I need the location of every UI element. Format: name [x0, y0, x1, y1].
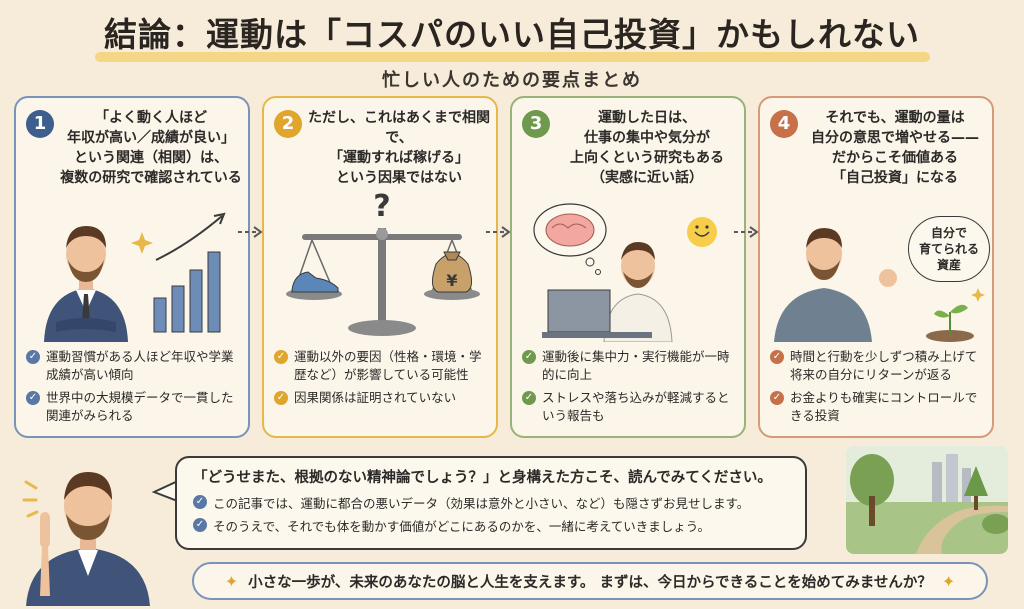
heading-line: （実感に近い話）: [591, 170, 703, 186]
sneaker-icon: [291, 271, 339, 293]
list-item: ✓ 因果関係は証明されていない: [274, 389, 492, 407]
card-bullets: ✓ 運動習慣がある人ほど年収や学業成績が高い傾向 ✓ 世界中の大規模データで一貫した…: [26, 348, 244, 430]
heading-line: 上向くという研究もある: [570, 150, 724, 166]
heading-line: それでも、運動の量は: [825, 110, 965, 126]
sprout-icon: [926, 304, 974, 342]
card-heading: ただし、これはあくまで相関で、 「運動すれば稼げる」 という因果ではない: [306, 108, 492, 188]
card-3: 3 運動した日は、 仕事の集中や気分が 上向くという研究もある （実感に近い話）: [510, 96, 746, 438]
park-path-illustration: [846, 446, 1008, 554]
thought-bubble: 自分で 育てられる 資産: [908, 216, 990, 282]
bullet-text: 運動習慣がある人ほど年収や学業成績が高い傾向: [46, 349, 234, 382]
card-heading: それでも、運動の量は 自分の意思で増やせる—— だからこそ価値ある 「自己投資」…: [802, 108, 988, 188]
check-icon: ✓: [26, 391, 40, 405]
thought-line: 育てられる: [918, 242, 979, 256]
money-bag-icon: ¥: [432, 251, 472, 293]
laptop-worker-illustration: [533, 203, 717, 342]
bullet-text: 運動以外の要因（性格・環境・学歴など）が影響している可能性: [294, 349, 482, 382]
heading-line: 自分の意思で増やせる——: [811, 130, 979, 146]
list-item: ✓ 世界中の大規模データで一貫した関連がみられる: [26, 389, 244, 425]
thought-line: 資産: [936, 258, 961, 272]
thought-line: 自分で: [930, 226, 967, 240]
page-title: 結論：運動は「コスパのいい自己投資」かもしれない: [104, 15, 920, 54]
question-mark-icon: ?: [373, 189, 390, 224]
card-4: 4 それでも、運動の量は 自分の意思で増やせる—— だからこそ価値ある 「自己投…: [758, 96, 994, 438]
bullet-text: 世界中の大規模データで一貫した関連がみられる: [46, 390, 234, 423]
title-underline: [95, 52, 930, 62]
heading-line: 仕事の集中や気分が: [584, 130, 710, 146]
page-subtitle: 忙しい人のための要点まとめ: [382, 70, 642, 91]
card-bullets: ✓ 運動後に集中力・実行機能が一時的に向上 ✓ ストレスや落ち込みが軽減するという報…: [522, 348, 740, 430]
bullet-text: お金よりも確実にコントロールできる投資: [790, 390, 978, 423]
check-icon: ✓: [193, 495, 207, 509]
check-icon: ✓: [522, 350, 536, 364]
check-icon: ✓: [522, 391, 536, 405]
check-icon: ✓: [274, 350, 288, 364]
card-bullets: ✓ 運動以外の要因（性格・環境・学歴など）が影響している可能性 ✓ 因果関係は証明さ…: [274, 348, 492, 412]
bullet-text: 時間と行動を少しずつ積み上げて将来の自分にリターンが返る: [790, 349, 978, 382]
speech-bubble-tail: [152, 479, 180, 503]
brain-thought-icon: [533, 203, 607, 275]
list-item: ✓ 時間と行動を少しずつ積み上げて将来の自分にリターンが返る: [770, 348, 988, 384]
heading-line: 「自己投資」になる: [832, 170, 958, 186]
footer-text: 小さな一歩が、未来のあなたの脳と人生を支えます。 まずは、今日からできることを始…: [248, 574, 932, 591]
bullet-text: 因果関係は証明されていない: [294, 390, 457, 405]
check-icon: ✓: [770, 350, 784, 364]
card-number: 1: [26, 110, 54, 138]
bullet-text: ストレスや落ち込みが軽減するという報告も: [542, 390, 730, 423]
businessman-chart-illustration: [44, 212, 226, 342]
heading-line: 複数の研究で確認されている: [60, 170, 242, 186]
balance-scale-illustration: ? ¥: [286, 189, 480, 336]
heading-line: という関連（相関）は、: [74, 150, 228, 166]
pointing-man-illustration: [22, 472, 150, 606]
list-item: ✓ 運動以外の要因（性格・環境・学歴など）が影響している可能性: [274, 348, 492, 384]
list-item: ✓ お金よりも確実にコントロールできる投資: [770, 389, 988, 425]
list-item: ✓ 運動習慣がある人ほど年収や学業成績が高い傾向: [26, 348, 244, 384]
card-heading: 運動した日は、 仕事の集中や気分が 上向くという研究もある （実感に近い話）: [554, 108, 740, 188]
card-2: 2 ただし、これはあくまで相関で、 「運動すれば稼げる」 という因果ではない ?…: [262, 96, 498, 438]
card-heading: 「よく動く人ほど 年収が高い／成績が良い」 という関連（相関）は、 複数の研究で…: [38, 108, 244, 188]
sun-icon: [687, 217, 717, 247]
heading-line: だからこそ価値ある: [832, 150, 958, 166]
yen-symbol: ¥: [446, 271, 457, 290]
card-number: 3: [522, 110, 550, 138]
bullet-text: 運動後に集中力・実行機能が一時的に向上: [542, 349, 730, 382]
check-icon: ✓: [770, 391, 784, 405]
heading-line: 年収が高い／成績が良い」: [67, 130, 235, 146]
check-icon: ✓: [26, 350, 40, 364]
card-number: 4: [770, 110, 798, 138]
sparkle-icon: [131, 232, 153, 254]
dashed-arrow-icon: [486, 226, 511, 238]
list-item: ✓ ストレスや落ち込みが軽減するという報告も: [522, 389, 740, 425]
list-item: ✓ そのうえで、それでも体を動かす価値がどこにあるのかを、一緒に考えていきましょう…: [193, 516, 789, 535]
man-icon: [603, 242, 673, 342]
heading-line: 「よく動く人ほど: [95, 110, 207, 126]
card-number: 2: [274, 110, 302, 138]
dashed-arrow-icon: [734, 226, 759, 238]
sparkle-icon: [971, 288, 985, 302]
speech-bubble: 「どうせまた、根拠のない精神論でしょう？」と身構えた方こそ、読んでみてください。…: [175, 456, 807, 550]
heading-line: 「運動すれば稼げる」: [329, 150, 469, 166]
businessman-icon: [44, 226, 128, 342]
heading-line: ただし、これはあくまで相関で、: [308, 110, 490, 146]
heading-line: という因果ではない: [336, 170, 462, 186]
man-icon: [774, 228, 897, 342]
hoodie-man-illustration: [774, 228, 985, 342]
dashed-arrow-icon: [238, 226, 263, 238]
check-icon: ✓: [193, 518, 207, 532]
heading-line: 運動した日は、: [598, 110, 696, 126]
bubble-line-text: この記事では、運動に都合の悪いデータ（効果は意外と小さい、など）も隠さずお見せし…: [213, 496, 750, 511]
sparkle-icon: ✦: [224, 571, 239, 591]
list-item: ✓ 運動後に集中力・実行機能が一時的に向上: [522, 348, 740, 384]
bubble-line-text: そのうえで、それでも体を動かす価値がどこにあるのかを、一緒に考えていきましょう。: [213, 519, 711, 534]
card-bullets: ✓ 時間と行動を少しずつ積み上げて将来の自分にリターンが返る ✓ お金よりも確実にコ…: [770, 348, 988, 430]
laptop-icon: [542, 289, 652, 338]
list-item: ✓ この記事では、運動に都合の悪いデータ（効果は意外と小さい、など）も隠さずお見せ…: [193, 493, 789, 512]
card-1: 1 「よく動く人ほど 年収が高い／成績が良い」 という関連（相関）は、 複数の研…: [14, 96, 250, 438]
sparkle-icon: ✦: [941, 571, 956, 591]
rising-bar-chart-icon: [153, 212, 226, 333]
check-icon: ✓: [274, 391, 288, 405]
footer-banner: ✦ 小さな一歩が、未来のあなたの脳と人生を支えます。 まずは、今日からできること…: [192, 562, 988, 600]
bubble-main-text: 「どうせまた、根拠のない精神論でしょう？」と身構えた方こそ、読んでみてください。: [193, 470, 772, 486]
